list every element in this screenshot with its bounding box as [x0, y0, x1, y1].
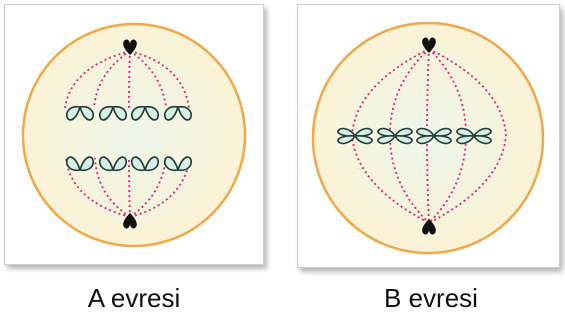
- chromosomes-upper: [65, 105, 193, 121]
- figure-a-panel: [4, 4, 264, 265]
- cell-membrane: [21, 22, 247, 248]
- caption-a: A evresi: [87, 283, 181, 313]
- caption-b: B evresi: [384, 283, 478, 313]
- cell-diagram-a: [21, 22, 247, 248]
- metaphase-chromosomes: [337, 127, 492, 145]
- centriole-top: [123, 39, 137, 55]
- centriole-bottom: [422, 219, 436, 235]
- centriole-bottom: [123, 213, 137, 229]
- cell-diagram-b: [311, 21, 545, 255]
- centriole-top: [422, 37, 436, 53]
- chromosomes-lower: [65, 156, 193, 172]
- figure-b-panel: [297, 4, 560, 268]
